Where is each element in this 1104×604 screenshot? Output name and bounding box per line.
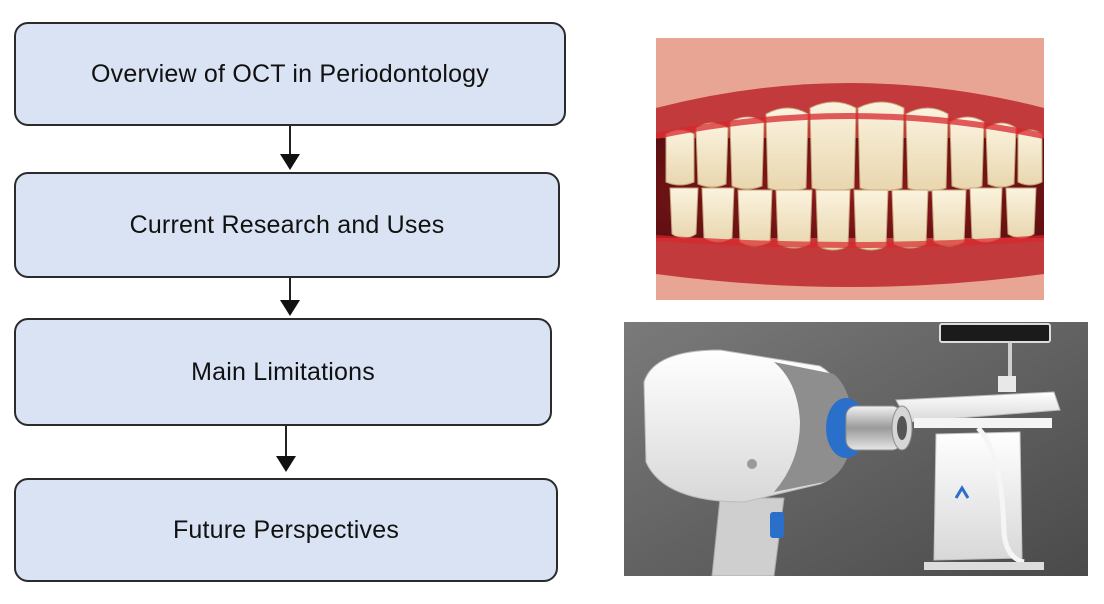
flow-arrow-shaft	[289, 126, 291, 158]
flow-step-limitations: Main Limitations	[14, 318, 552, 426]
flow-arrowhead	[280, 300, 300, 316]
flow-step-label: Main Limitations	[191, 357, 375, 386]
flow-step-overview: Overview of OCT in Periodontology	[14, 22, 566, 126]
gingival-inflammation-photo	[656, 38, 1044, 300]
flow-arrow-shaft	[285, 426, 287, 458]
flow-arrow-shaft	[289, 278, 291, 302]
oct-device-photo	[624, 322, 1088, 576]
flow-arrowhead	[280, 154, 300, 170]
flow-step-label: Overview of OCT in Periodontology	[91, 59, 489, 88]
flow-arrowhead	[276, 456, 296, 472]
flow-step-label: Future Perspectives	[172, 515, 400, 544]
flow-step-label: Current Research and Uses	[129, 210, 445, 239]
flow-step-future: Future Perspectives	[14, 478, 558, 582]
flow-step-current-research: Current Research and Uses	[14, 172, 560, 278]
